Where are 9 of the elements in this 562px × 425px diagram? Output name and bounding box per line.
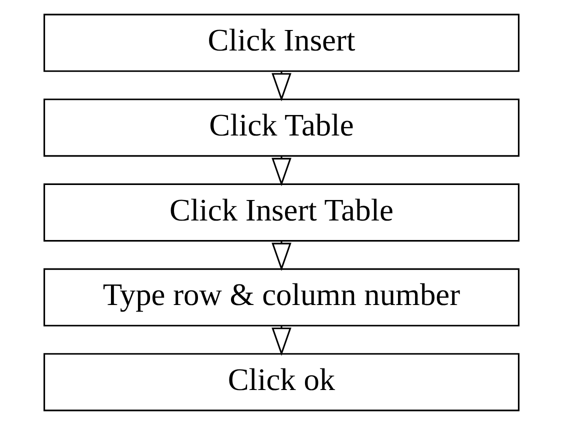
node-box: Click Insert bbox=[43, 14, 519, 72]
arrow bbox=[271, 71, 291, 102]
node-box: Click Insert Table bbox=[43, 183, 519, 242]
arrow bbox=[271, 156, 291, 186]
node-box: Type row & column number bbox=[43, 268, 519, 326]
node-box: Click ok bbox=[43, 353, 519, 412]
arrow bbox=[271, 326, 291, 356]
node-box: Click Table bbox=[43, 98, 519, 157]
arrow bbox=[271, 240, 291, 272]
